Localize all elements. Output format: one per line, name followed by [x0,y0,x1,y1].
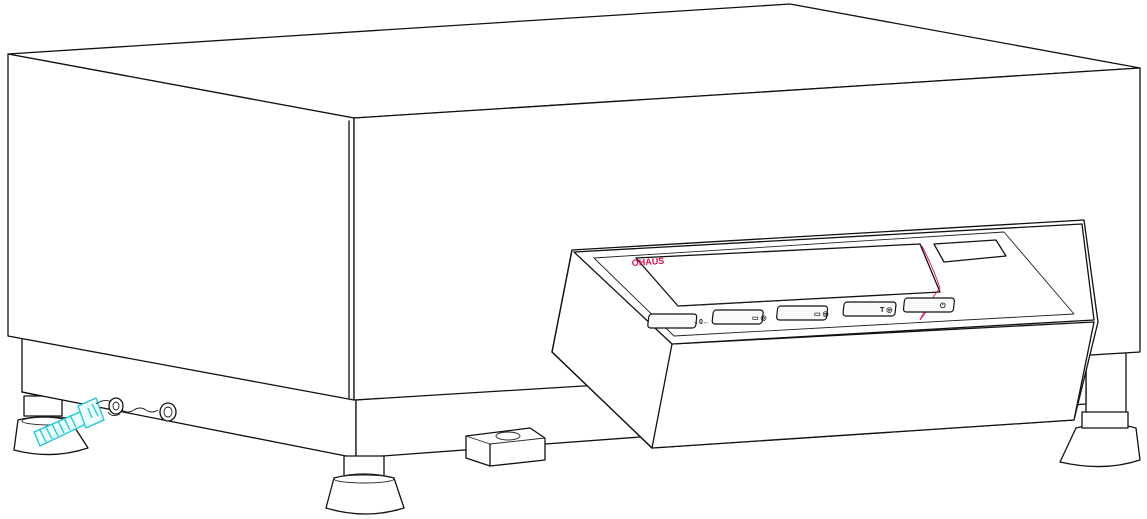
key-function[interactable]: ▭ ◎ [776,305,829,321]
zero-icon: →0← [692,319,710,326]
print-icon: ▭ ◎ [752,315,767,322]
weighing-indicator: OHAUS →0← ▭ ◎ ▭ ◎ T ◎ ⏻ [551,219,1099,449]
key-print[interactable]: ▭ ◎ [711,309,767,325]
tare-icon: T ◎ [880,307,892,314]
power-icon: ⏻ [940,302,946,310]
mounting-block [465,427,546,467]
brand-logo-text: OHAUS [631,256,664,268]
foot-front-center [325,455,405,515]
key-tare[interactable]: T ◎ [842,301,897,317]
cyan-screw [33,397,105,447]
key-power[interactable]: ⏻ [902,297,955,313]
function-icon: ▭ ◎ [814,311,829,318]
cable-loop [95,397,177,422]
foot-back-right [1059,352,1141,468]
key-zero[interactable]: →0← [647,313,710,329]
